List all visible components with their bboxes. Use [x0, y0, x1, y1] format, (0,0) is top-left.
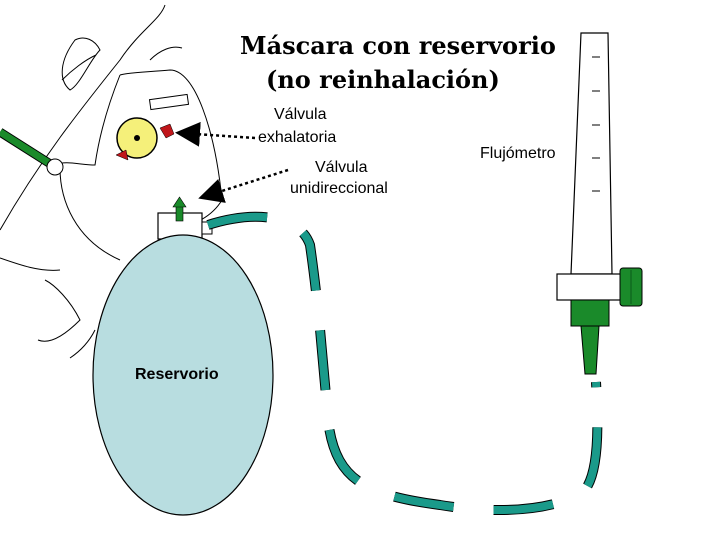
exhalation-valve-label-1: Válvula — [274, 106, 327, 123]
exhalation-valve-label-2: exhalatoria — [258, 129, 337, 146]
exhalation-valve — [116, 117, 158, 159]
oxygen-tubing-fill — [206, 212, 602, 514]
nose-strip — [148, 93, 190, 111]
up-arrow-icon — [172, 196, 187, 222]
flowmeter-label: Flujómetro — [480, 145, 556, 162]
reservoir-bag — [92, 234, 274, 516]
title-line-1: Máscara con reservorio — [240, 31, 556, 60]
flowmeter — [556, 32, 643, 375]
dotted-arrow-icon — [198, 168, 289, 203]
dotted-arrow-icon — [175, 121, 256, 147]
reservoir-label: Reservorio — [135, 366, 219, 383]
title-line-2: (no reinhalación) — [266, 65, 500, 94]
one-way-valve-label-2: unidireccional — [290, 180, 388, 197]
one-way-valve-label-1: Válvula — [315, 159, 368, 176]
valve-flap-icon — [115, 123, 175, 161]
side-hose — [0, 128, 64, 176]
